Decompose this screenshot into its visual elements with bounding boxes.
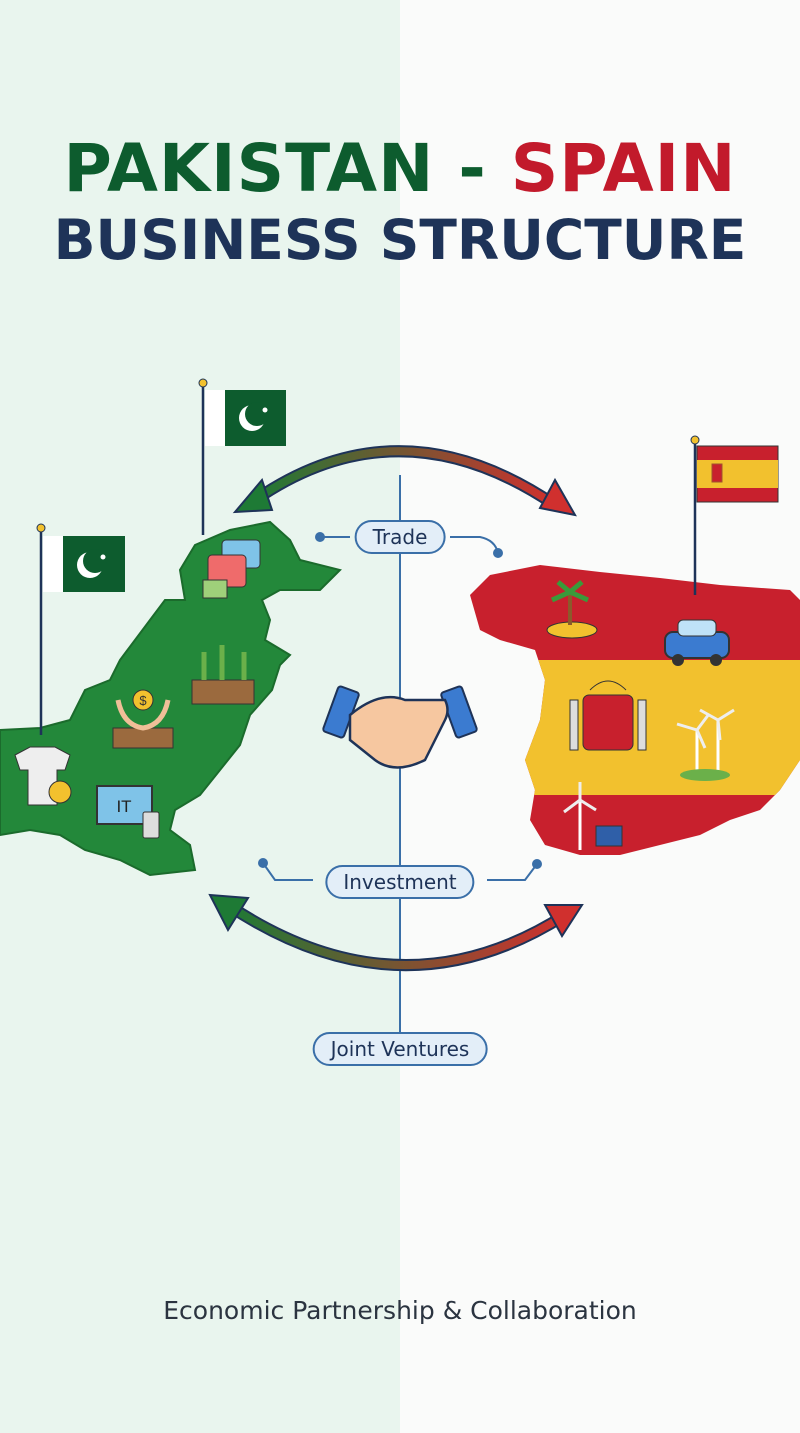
bottom-arrow	[208, 893, 584, 971]
footer-tagline: Economic Partnership & Collaboration	[163, 1296, 637, 1325]
pakistan-map: $ IT	[0, 520, 342, 877]
title-line-1: PAKISTAN - SPAIN	[0, 130, 800, 207]
renewable-energy-icon	[563, 782, 623, 850]
spain-flag	[690, 435, 779, 595]
textiles-icon	[202, 539, 261, 599]
it-icon-text: IT	[116, 797, 131, 816]
investment-connector	[262, 862, 538, 881]
automotive-icon	[664, 619, 730, 666]
agriculture-icon	[191, 645, 255, 705]
title-subtitle: BUSINESS STRUCTURE	[53, 208, 747, 272]
title-pakistan: PAKISTAN	[63, 130, 435, 207]
investment-icon: $	[112, 689, 174, 749]
joint-ventures-label: Joint Ventures	[312, 1032, 488, 1066]
tourism-icon	[546, 580, 598, 639]
svg-text:$: $	[139, 693, 147, 708]
pakistan-flag-top	[198, 378, 286, 535]
trade-label: Trade	[354, 520, 446, 554]
coat-of-arms-icon	[569, 680, 647, 751]
it-icon: IT	[96, 785, 160, 839]
title-separator: -	[458, 130, 487, 207]
spain-map	[470, 565, 800, 855]
investment-label: Investment	[325, 865, 475, 899]
wind-energy-icon	[676, 708, 735, 781]
textile-manufacturing-icon	[14, 746, 72, 806]
top-arrow	[232, 445, 577, 517]
pakistan-flag-left	[36, 523, 125, 735]
handshake-icon	[322, 685, 478, 769]
title-spain: SPAIN	[510, 130, 737, 207]
